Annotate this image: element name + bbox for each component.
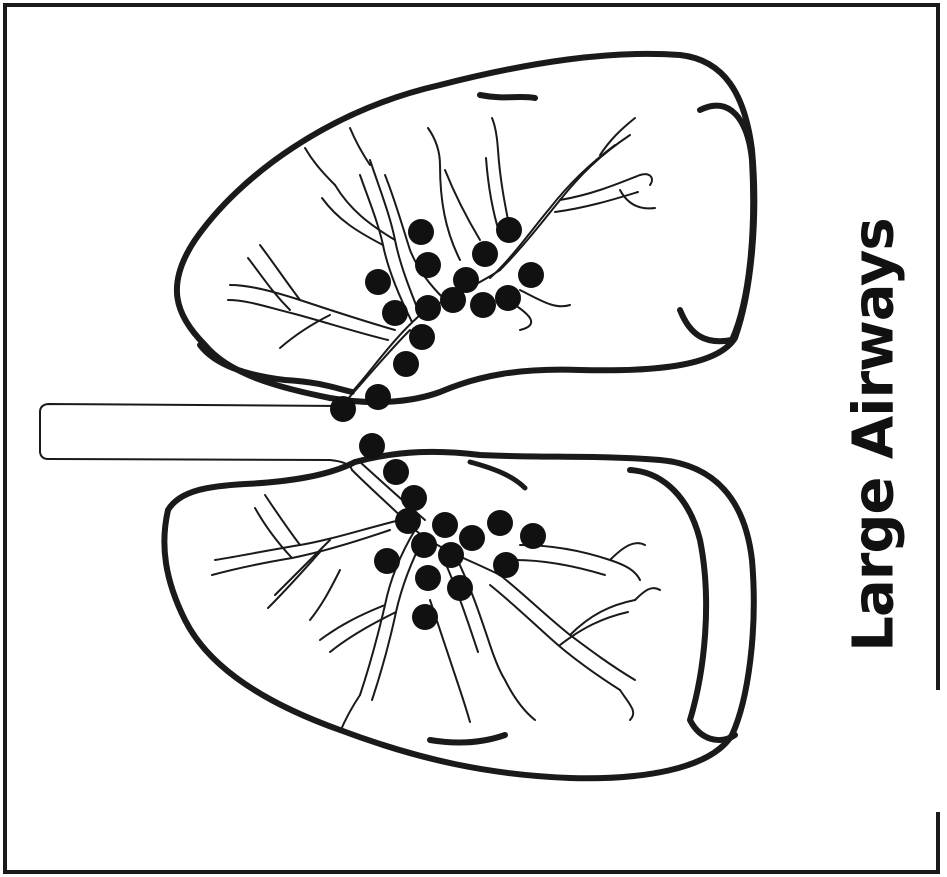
airway-marker	[365, 269, 391, 295]
airway-marker	[383, 459, 409, 485]
airway-marker	[401, 485, 427, 511]
airway-marker	[382, 300, 408, 326]
airway-marker	[359, 433, 385, 459]
airway-marker	[447, 575, 473, 601]
airway-marker	[415, 295, 441, 321]
airway-marker	[470, 292, 496, 318]
airway-marker	[393, 351, 419, 377]
upper-lung-outline	[177, 54, 754, 402]
airway-marker	[459, 525, 485, 551]
airway-marker	[411, 532, 437, 558]
airway-marker	[520, 523, 546, 549]
airway-marker	[330, 396, 356, 422]
airway-marker	[496, 217, 522, 243]
blank-label-box	[889, 690, 947, 812]
lower-bronchial-tree	[212, 462, 660, 732]
airway-marker	[518, 262, 544, 288]
airway-marker	[374, 548, 400, 574]
airway-marker	[472, 241, 498, 267]
upper-bronchial-tree	[228, 118, 655, 402]
airway-marker	[493, 552, 519, 578]
lower-lung-outline	[164, 452, 753, 778]
airway-marker	[409, 324, 435, 350]
airway-marker	[365, 384, 391, 410]
airway-marker	[412, 604, 438, 630]
figure-caption: Large Airways	[842, 218, 907, 651]
large-airway-markers	[330, 217, 546, 630]
airway-marker	[395, 508, 421, 534]
upper-lung-lobe-cap	[680, 106, 753, 342]
airway-marker	[453, 267, 479, 293]
airway-marker	[438, 542, 464, 568]
airway-marker	[415, 252, 441, 278]
airway-marker	[408, 219, 434, 245]
lower-lung-fissure	[430, 735, 505, 742]
airway-marker	[415, 565, 441, 591]
airway-marker	[432, 512, 458, 538]
upper-lung-fissure	[480, 95, 535, 98]
airway-marker	[495, 285, 521, 311]
lower-lung-fissure-inner	[470, 462, 525, 488]
lower-lung-lobe-cap	[630, 470, 735, 740]
airway-marker	[487, 510, 513, 536]
trachea	[40, 404, 352, 470]
